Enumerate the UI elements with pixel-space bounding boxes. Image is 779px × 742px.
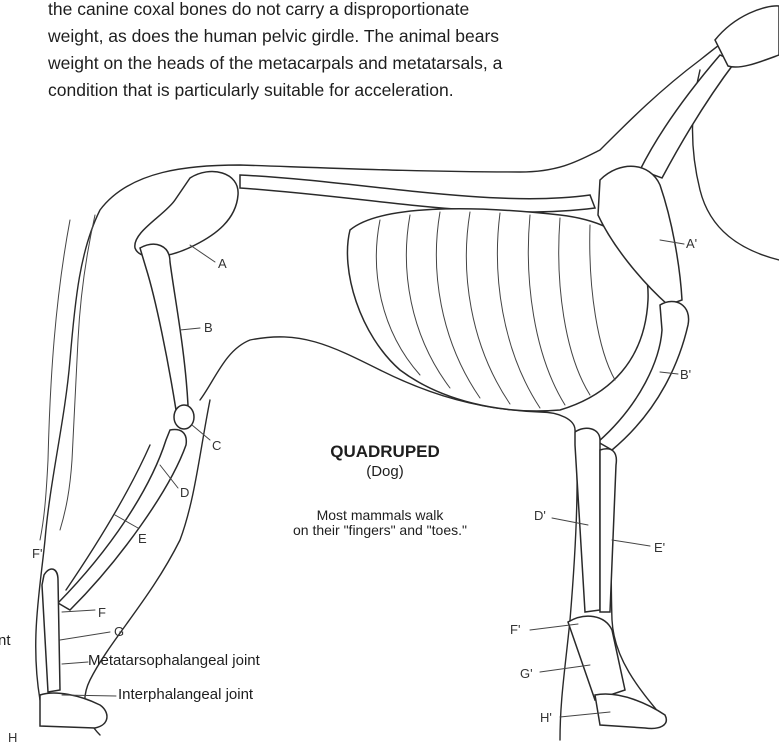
hind-metatarsals: [42, 569, 60, 692]
label-D: D: [180, 485, 189, 500]
interphalangeal-joint-label: Interphalangeal joint: [118, 686, 253, 703]
caption-subtitle: (Dog): [300, 463, 470, 480]
label-A-prime: A': [686, 236, 697, 251]
fore-toes: [595, 694, 666, 728]
hind-toes: [40, 693, 107, 728]
label-E-prime: E': [654, 540, 665, 555]
radius-ulna-bone: [575, 428, 600, 612]
label-F: F: [98, 605, 106, 620]
label-E: E: [138, 531, 147, 546]
skull-fragment: [715, 6, 779, 67]
label-B-prime: B': [680, 367, 691, 382]
label-H-prime: H': [540, 710, 552, 725]
metatarsophalangeal-leader: [62, 662, 88, 664]
caption-description: Most mammals walk on their "fingers" and…: [230, 508, 530, 538]
tail-outline: [40, 220, 70, 540]
label-C: C: [212, 438, 221, 453]
kneecap-bone: [174, 405, 194, 429]
label-B: B: [204, 320, 213, 335]
caption-title: QUADRUPED: [300, 442, 470, 462]
label-D-prime: D': [534, 508, 546, 523]
tail-vertebrae: [60, 215, 95, 530]
metatarsophalangeal-joint-label: Metatarsophalangeal joint: [88, 652, 260, 669]
fore-metacarpals: [568, 616, 625, 700]
label-F-prime: F': [32, 546, 42, 561]
caption-line-1: Most mammals walk: [230, 508, 530, 523]
label-H: H: [8, 730, 17, 742]
tibia-bone: [58, 430, 186, 610]
ulna-bone: [600, 449, 616, 612]
caption-line-2: on their "fingers" and "toes.": [230, 523, 530, 538]
label-A: A: [218, 256, 227, 271]
label-F-prime-fore: F': [510, 622, 520, 637]
neck-vertebrae: [640, 55, 735, 178]
joint-label-cut: nt: [0, 632, 11, 649]
femur-bone: [140, 244, 188, 410]
spine: [240, 175, 595, 212]
label-G-prime: G': [520, 666, 533, 681]
label-G: G: [114, 624, 124, 639]
